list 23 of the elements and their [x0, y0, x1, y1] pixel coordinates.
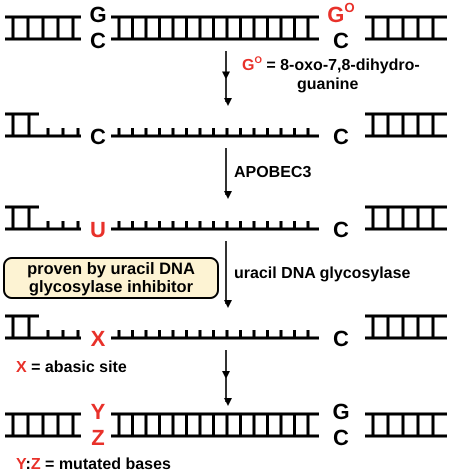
- arrow: [224, 148, 232, 199]
- arrow: [224, 241, 232, 308]
- base-letter: C: [333, 126, 349, 148]
- edge-label: uracil DNA glycosylase: [234, 264, 410, 283]
- base-letter: G: [332, 401, 350, 423]
- base-letter: Y: [90, 401, 106, 423]
- base-letter: C: [333, 328, 349, 350]
- base-letter: X: [90, 328, 106, 350]
- base-letter: C: [333, 219, 349, 241]
- base-letter: G: [89, 4, 107, 26]
- double-arrow: [222, 350, 232, 406]
- base-letter: C: [90, 30, 106, 52]
- base-letter: Z: [91, 427, 105, 449]
- base-letter: U: [90, 219, 106, 241]
- double-arrow: [222, 51, 232, 106]
- note-box: proven by uracil DNA glycosylase inhibitor: [3, 257, 219, 299]
- base-letter: G$^{O}$: [327, 4, 355, 26]
- base-letter: C: [333, 427, 349, 449]
- legend-note: G$^{O}$ = 8-oxo-7,8-dihydro- guanine: [242, 56, 421, 94]
- base-letter: C: [333, 30, 349, 52]
- base-letter: C: [90, 126, 106, 148]
- legend-note: Y:Z = mutated bases: [16, 455, 172, 474]
- legend-note: X = abasic site: [16, 358, 128, 377]
